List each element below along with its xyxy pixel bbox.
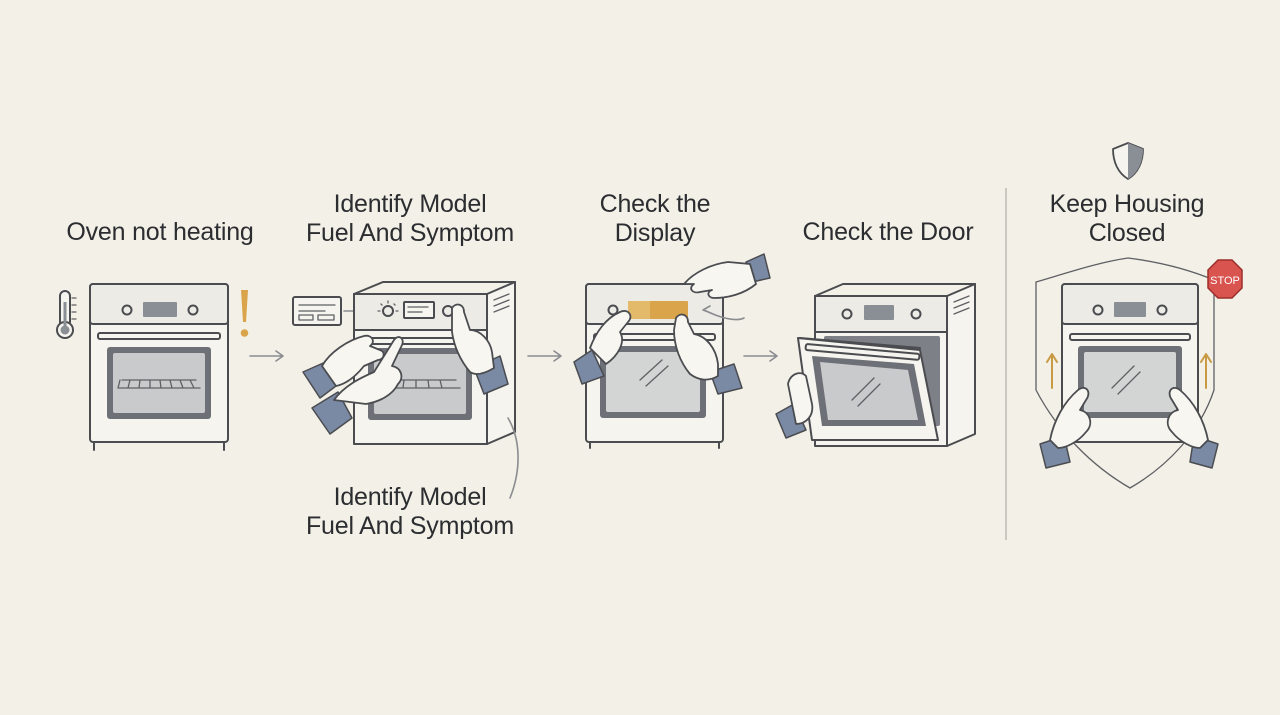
callout-pointer <box>507 417 519 499</box>
callout-label-line: Identify Model <box>333 483 487 511</box>
up-arrow-icon <box>1046 353 1058 389</box>
hand-icon <box>573 310 632 385</box>
hand-icon <box>683 253 771 299</box>
hand-icon <box>302 334 385 399</box>
step-label-line: Check the Door <box>802 218 974 246</box>
oven-illustration-1 <box>89 283 229 451</box>
step-label-line: Identify Model <box>333 190 487 218</box>
step-label-line: Display <box>614 219 696 247</box>
hand-icon <box>451 303 509 395</box>
step-label-line: Oven not heating <box>66 218 254 246</box>
shield-icon <box>1112 142 1144 180</box>
step-label-line: Closed <box>1088 219 1166 247</box>
arrow-icon <box>249 350 284 362</box>
step-label-identify-model: Identify Model Fuel And Symptom <box>290 190 530 248</box>
exclamation-icon <box>240 290 249 337</box>
oven-illustration-5 <box>1061 283 1199 443</box>
callout-label-line: Fuel And Symptom <box>305 512 514 540</box>
step-label-line: Fuel And Symptom <box>305 219 514 247</box>
step-label-oven-not-heating: Oven not heating <box>40 218 280 247</box>
thermometer-icon <box>56 290 77 339</box>
arrow-icon <box>702 305 745 321</box>
stop-sign-icon: STOP <box>1207 259 1243 299</box>
shield-outline <box>1035 257 1215 489</box>
stop-sign-text: STOP <box>1210 275 1240 287</box>
step-label-line: Keep Housing <box>1049 190 1205 218</box>
step-label-check-display: Check the Display <box>560 190 750 248</box>
hand-icon <box>1166 387 1219 469</box>
callout-label-identify-model: Identify Model Fuel And Symptom <box>290 483 530 541</box>
arrow-icon <box>527 350 562 362</box>
oven-illustration-4 <box>797 283 976 447</box>
hand-icon <box>673 313 743 395</box>
hand-icon <box>1039 387 1092 469</box>
up-arrow-icon <box>1200 353 1212 389</box>
hand-icon <box>775 372 814 439</box>
hand-icon <box>311 336 404 435</box>
step-label-check-door: Check the Door <box>778 218 998 247</box>
step-label-keep-housing-closed: Keep Housing Closed <box>1022 190 1232 248</box>
arrow-icon <box>743 350 778 362</box>
step-label-line: Check the <box>599 190 711 218</box>
